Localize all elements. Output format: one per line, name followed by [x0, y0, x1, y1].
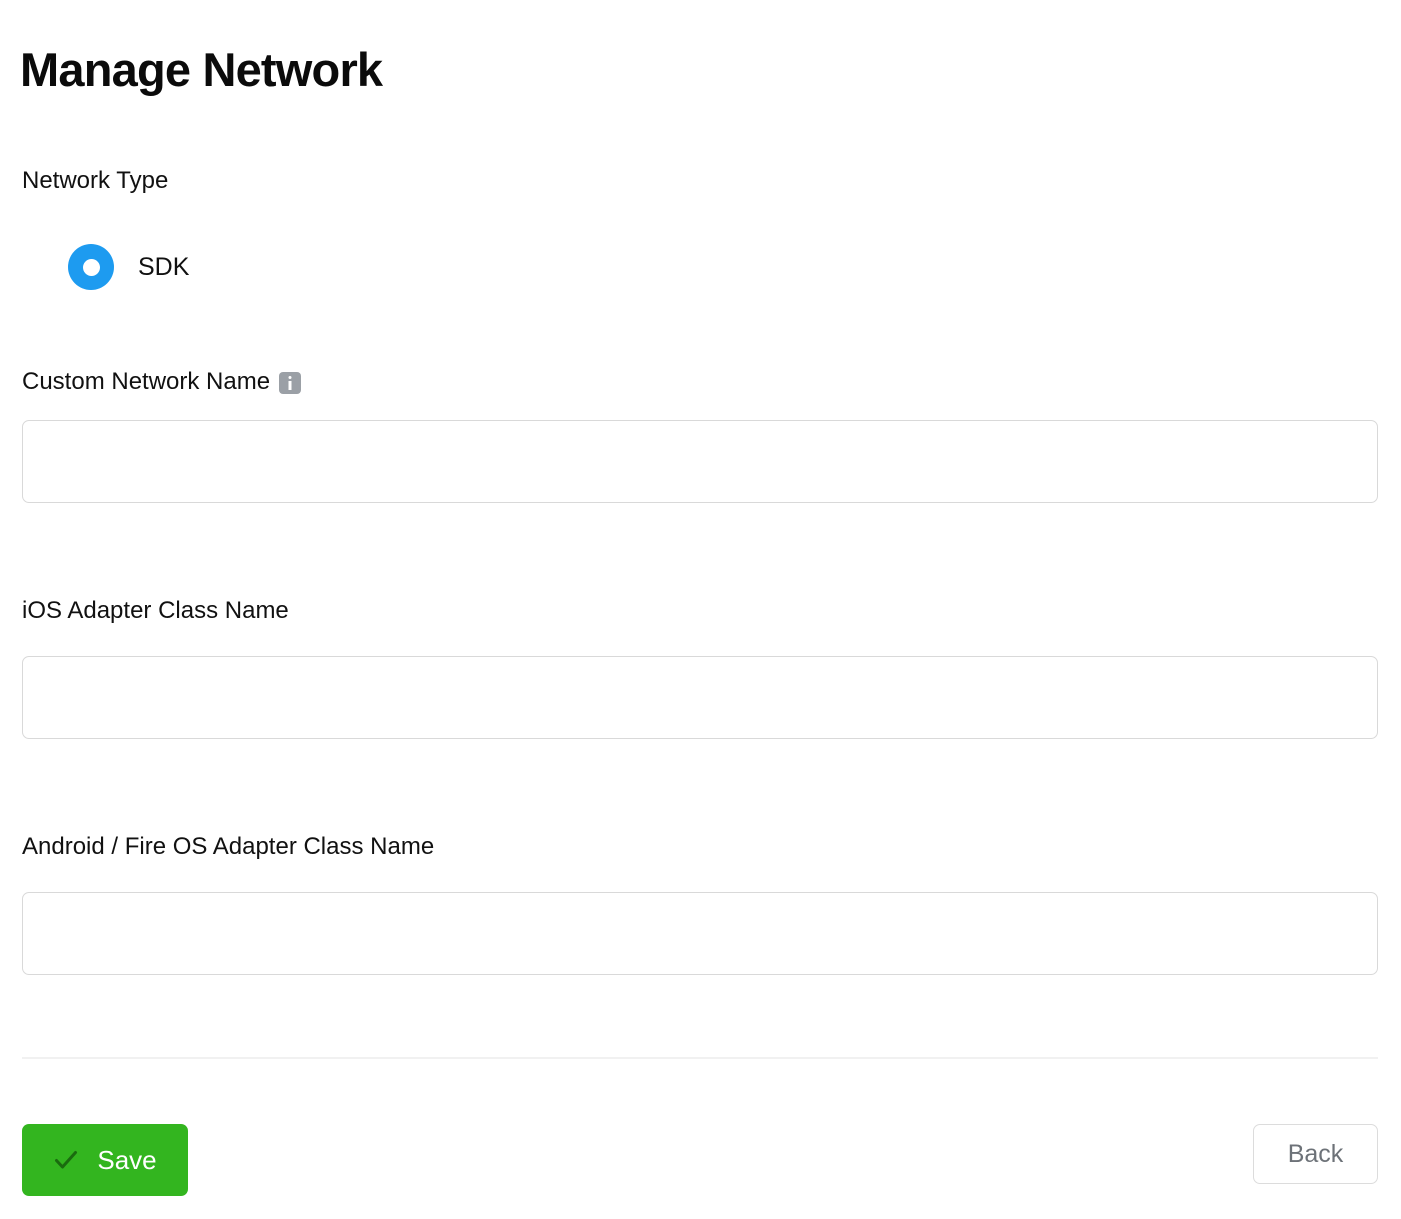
ios-adapter-class-name-input[interactable]: [22, 656, 1378, 739]
ios-adapter-class-name-label: iOS Adapter Class Name: [22, 597, 289, 626]
radio-option-sdk-label: SDK: [138, 252, 190, 281]
android-fire-os-adapter-class-name-input[interactable]: [22, 892, 1378, 975]
radio-selected-icon[interactable]: [68, 244, 114, 290]
custom-network-name-label: Custom Network Name: [22, 368, 302, 397]
custom-network-name-label-text: Custom Network Name: [22, 368, 271, 395]
check-icon: [55, 1151, 78, 1169]
footer-divider: [22, 1057, 1378, 1059]
ios-adapter-class-name-label-text: iOS Adapter Class Name: [22, 597, 289, 624]
back-button[interactable]: Back: [1253, 1124, 1378, 1184]
network-type-label: Network Type: [22, 167, 168, 196]
info-icon-dot: [288, 376, 292, 380]
radio-inner-dot: [82, 258, 100, 276]
page-title: Manage Network: [20, 43, 383, 97]
save-button-label: Save: [97, 1144, 157, 1175]
info-icon[interactable]: [279, 372, 302, 395]
info-icon-stem: [288, 381, 292, 391]
custom-network-name-input[interactable]: [22, 420, 1378, 503]
android-fire-os-adapter-class-name-label: Android / Fire OS Adapter Class Name: [22, 833, 434, 862]
network-type-label-text: Network Type: [22, 167, 169, 194]
save-button[interactable]: Save: [22, 1124, 188, 1196]
back-button-label: Back: [1287, 1139, 1344, 1168]
android-fire-os-adapter-class-name-label-text: Android / Fire OS Adapter Class Name: [22, 833, 435, 860]
radio-option-sdk[interactable]: SDK: [68, 243, 189, 291]
